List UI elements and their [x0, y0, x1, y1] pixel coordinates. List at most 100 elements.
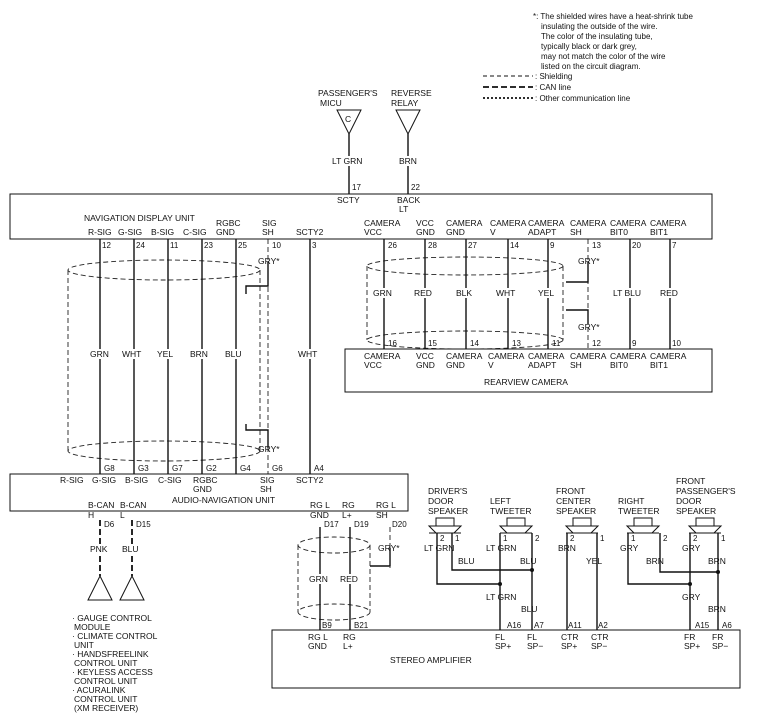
audio-terminal-label: R-SIG — [60, 475, 84, 485]
wire-label-gry: GRY* — [578, 322, 600, 332]
legend-note-line: may not match the color of the wire — [541, 52, 666, 61]
audio-terminal-label: RG L — [310, 500, 330, 510]
speaker-label: FRONT — [556, 486, 585, 496]
wire-label: GRY — [620, 543, 639, 553]
camera-terminal-label: BIT0 — [610, 360, 628, 370]
wire-label-bg — [455, 288, 477, 298]
nav-terminal-pin: 20 — [632, 241, 641, 250]
navigation-unit-title: NAVIGATION DISPLAY UNIT — [84, 213, 195, 223]
camera-terminal-pin: 13 — [512, 339, 521, 348]
wire-label: BLU — [521, 604, 538, 614]
shield-bottom — [67, 440, 261, 462]
wire-label: LT GRN — [424, 543, 454, 553]
speaker-label: DOOR — [676, 496, 702, 506]
wire-label-gry: GRY* — [378, 543, 400, 553]
speaker-pin: 2 — [570, 534, 575, 543]
splice-dot — [688, 582, 692, 586]
wire-camera-gry-bottom — [566, 309, 589, 324]
wire-camera-gry-top — [566, 262, 589, 283]
nav-terminal-pin: 7 — [672, 241, 677, 250]
micu-label: PASSENGER'S — [318, 88, 378, 98]
speaker-cone-icon — [427, 525, 463, 534]
nav-terminal-pin: 10 — [272, 241, 281, 250]
speaker-wire-labels: LT GRN BLU LT GRN BLU BRN YEL GRY BRN GR… — [424, 543, 726, 614]
amp-terminal-label: SP+ — [495, 641, 511, 651]
nav-terminal-label: GND — [416, 227, 435, 237]
gauge-list-line: · HANDSFREELINK — [72, 649, 149, 659]
wire-label-yel: YEL — [157, 349, 173, 359]
audio-terminal-label: L+ — [342, 510, 352, 520]
amp-terminal-pin: A7 — [534, 621, 544, 630]
wire-label-grn: GRN — [309, 574, 328, 584]
wire-label-bg — [224, 349, 248, 359]
camera-terminal-label: CAMERA — [364, 351, 401, 361]
speaker-icon — [633, 517, 653, 527]
audio-terminal-label: B-SIG — [125, 475, 148, 485]
speaker-label: RIGHT — [618, 496, 644, 506]
shield-top — [67, 259, 261, 281]
speaker-icon — [572, 517, 592, 527]
amp-terminal-label: RG — [343, 632, 356, 642]
wire-label: BLU — [458, 556, 475, 566]
audio-unit-title: AUDIO-NAVIGATION UNIT — [172, 495, 275, 505]
amp-terminal-label: FR — [712, 632, 723, 642]
audio-terminal-pin: D19 — [354, 520, 369, 529]
wire-label-red: RED — [414, 288, 432, 298]
speaker-label: SPEAKER — [428, 506, 468, 516]
camera-terminal-label: GND — [416, 360, 435, 370]
wire-gry-top — [245, 262, 269, 294]
nav-terminal-label: ADAPT — [528, 227, 556, 237]
wire-label-bg — [413, 288, 437, 298]
gauge-list-line: CONTROL UNIT — [74, 694, 137, 704]
rearview-camera — [344, 348, 713, 393]
wire-label-bg — [339, 574, 361, 584]
amp-terminal-pin: A2 — [598, 621, 608, 630]
nav-wire-labels: GRN WHT YEL BRN BLU WHT — [88, 349, 323, 359]
amp-terminal-label: SP− — [527, 641, 543, 651]
legend-note-line: *: The shielded wires have a heat-shrink… — [533, 12, 693, 21]
speaker-label: CENTER — [556, 496, 591, 506]
amp-terminal-label: FL — [495, 632, 505, 642]
amp-terminal-label: CTR — [591, 632, 608, 642]
nav-terminal-label: SIG — [262, 218, 277, 228]
audio-terminal-pin: D15 — [136, 520, 151, 529]
gauge-list-line: · GAUGE CONTROL — [72, 613, 152, 623]
amp-terminal-label: SP− — [591, 641, 607, 651]
wire-label-wht: WHT — [298, 349, 317, 359]
camera-terminal-label: CAMERA — [488, 351, 525, 361]
wire-label-bg — [156, 349, 180, 359]
wire-label-yel: YEL — [538, 288, 554, 298]
audio-terminal-label: SCTY2 — [296, 475, 324, 485]
nav-terminal-pin: 11 — [170, 241, 179, 250]
gauge-list-line: MODULE — [74, 622, 111, 632]
audio-terminal-label: SH — [376, 510, 388, 520]
camera-terminal-pin: 14 — [470, 339, 479, 348]
reverse-relay: REVERSE RELAY BRN — [391, 88, 432, 194]
speaker-pin: 1 — [503, 534, 508, 543]
speaker-pin: 2 — [663, 534, 668, 543]
nav-terminal-label: SH — [262, 227, 274, 237]
stereo-amplifier — [271, 629, 741, 689]
camera-terminal-label: VCC — [364, 360, 382, 370]
audio-terminal-pin: G7 — [172, 464, 183, 473]
audio-terminal-label: GND — [310, 510, 329, 520]
speaker-icon — [695, 517, 715, 527]
wire-label-wht: WHT — [496, 288, 515, 298]
wire-label-wht: WHT — [122, 349, 141, 359]
wire-label-blu: BLU — [122, 544, 139, 554]
speaker-label: PASSENGER'S — [676, 486, 736, 496]
legend: *: The shielded wires have a heat-shrink… — [483, 12, 693, 103]
wire-label-brn: BRN — [190, 349, 208, 359]
nav-terminal-label: VCC — [416, 218, 434, 228]
wire-label-bg — [612, 288, 648, 298]
amp-terminal-label: SP+ — [684, 641, 700, 651]
wire-label-bg — [297, 349, 323, 359]
nav-unit-terminals: R-SIG12G-SIG24B-SIG11C-SIG23RGBCGND25SIG… — [88, 218, 687, 250]
rg-shield-top — [297, 536, 371, 554]
camera-shield-top — [366, 256, 564, 276]
amp-terminal-pin: A11 — [568, 621, 582, 630]
wire-label-blu: BLU — [225, 349, 242, 359]
legend-note-line: insulating the outside of the wire. — [541, 22, 658, 31]
amp-terminal-label: L+ — [343, 641, 353, 651]
